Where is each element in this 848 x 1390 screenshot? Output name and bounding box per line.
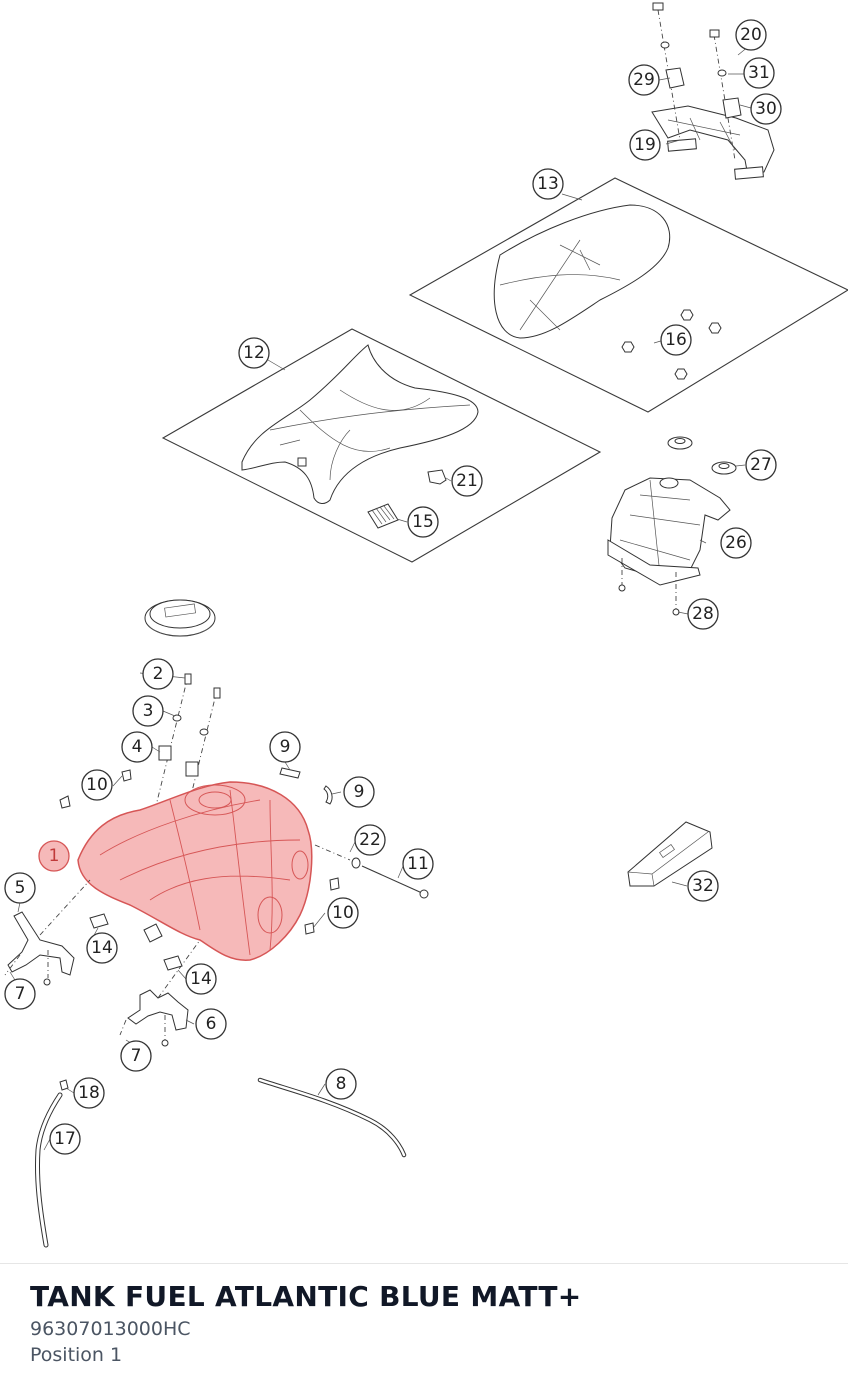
svg-text:18: 18 <box>78 1083 100 1103</box>
tank-bracket-left[interactable] <box>4 879 91 986</box>
rider-seat[interactable] <box>241 344 479 504</box>
svg-text:26: 26 <box>725 533 747 553</box>
tank-bracket-right[interactable] <box>119 939 201 1047</box>
fuse-block <box>367 503 399 529</box>
seat-lock-bracket <box>427 469 447 485</box>
svg-text:16: 16 <box>665 330 687 350</box>
fuel-tank[interactable] <box>77 781 313 961</box>
svg-text:10: 10 <box>332 903 354 923</box>
callout-10[interactable]: 10 <box>327 897 359 929</box>
svg-text:10: 10 <box>86 775 108 795</box>
battery-box[interactable] <box>607 477 731 586</box>
tool-bag[interactable] <box>627 821 713 887</box>
exploded-parts-diagram[interactable]: 1 2 3 4 5 6 7 7 8 9 9 10 10 11 12 13 14 … <box>0 0 848 1262</box>
callout-20[interactable]: 20 <box>735 19 767 51</box>
callout-9[interactable]: 9 <box>269 731 301 763</box>
svg-text:30: 30 <box>755 99 777 119</box>
tank-side-bolt <box>314 844 429 899</box>
callout-14[interactable]: 14 <box>185 963 217 995</box>
svg-text:14: 14 <box>190 969 212 989</box>
battery-box-parts <box>618 436 737 616</box>
callout-30[interactable]: 30 <box>750 93 782 125</box>
callout-31[interactable]: 31 <box>743 57 775 89</box>
grab-handle[interactable] <box>651 105 775 180</box>
callout-9[interactable]: 9 <box>343 776 375 808</box>
svg-text:29: 29 <box>633 70 655 90</box>
svg-text:8: 8 <box>336 1074 347 1094</box>
svg-text:5: 5 <box>15 878 26 898</box>
svg-text:17: 17 <box>54 1129 76 1149</box>
rubber-mounts <box>89 913 183 971</box>
rubber-strip <box>257 1077 407 1158</box>
svg-text:7: 7 <box>131 1046 142 1066</box>
part-number: 96307013000HC <box>30 1318 191 1340</box>
callout-32[interactable]: 32 <box>687 870 719 902</box>
svg-text:7: 7 <box>15 984 26 1004</box>
svg-text:32: 32 <box>692 876 714 896</box>
svg-text:6: 6 <box>206 1014 217 1034</box>
svg-text:12: 12 <box>243 343 265 363</box>
part-position: Position 1 <box>30 1344 123 1366</box>
callout-26[interactable]: 26 <box>720 527 752 559</box>
callout-19[interactable]: 19 <box>629 129 661 161</box>
part-title: TANK FUEL ATLANTIC BLUE MATT+ <box>30 1280 582 1313</box>
svg-text:31: 31 <box>748 63 770 83</box>
svg-text:9: 9 <box>354 782 365 802</box>
svg-text:11: 11 <box>407 854 429 874</box>
svg-text:21: 21 <box>456 471 478 491</box>
svg-text:13: 13 <box>537 174 559 194</box>
svg-text:20: 20 <box>740 25 762 45</box>
callout-6[interactable]: 6 <box>195 1008 227 1040</box>
callout-7[interactable]: 7 <box>4 978 36 1010</box>
svg-text:3: 3 <box>143 701 154 721</box>
callout-11[interactable]: 11 <box>402 848 434 880</box>
rear-seat[interactable] <box>493 204 671 339</box>
callout-14[interactable]: 14 <box>86 932 118 964</box>
svg-text:2: 2 <box>153 664 164 684</box>
callout-13[interactable]: 13 <box>532 168 564 200</box>
callout-4[interactable]: 4 <box>121 731 153 763</box>
rider-seat-plate <box>161 328 602 563</box>
callout-5[interactable]: 5 <box>4 872 36 904</box>
callout-22[interactable]: 22 <box>354 824 386 856</box>
callout-10[interactable]: 10 <box>81 769 113 801</box>
svg-text:19: 19 <box>634 135 656 155</box>
rear-seat-plate <box>408 177 848 413</box>
svg-text:14: 14 <box>91 938 113 958</box>
callout-18[interactable]: 18 <box>73 1077 105 1109</box>
callout-29[interactable]: 29 <box>628 64 660 96</box>
callout-8[interactable]: 8 <box>325 1068 357 1100</box>
callout-15[interactable]: 15 <box>407 506 439 538</box>
rear-seat-nuts <box>621 309 722 380</box>
tank-clips <box>59 767 340 935</box>
callout-3[interactable]: 3 <box>132 695 164 727</box>
callout-28[interactable]: 28 <box>687 598 719 630</box>
callout-16[interactable]: 16 <box>660 324 692 356</box>
fuel-filler-cap[interactable] <box>144 599 216 637</box>
drain-hose <box>34 1079 69 1248</box>
divider <box>0 1263 848 1264</box>
svg-text:27: 27 <box>750 455 772 475</box>
callout-7[interactable]: 7 <box>120 1040 152 1072</box>
callout-1[interactable]: 1 <box>38 840 70 872</box>
callout-21[interactable]: 21 <box>451 465 483 497</box>
callout-2[interactable]: 2 <box>142 658 174 690</box>
callout-12[interactable]: 12 <box>238 337 270 369</box>
handle-bolts <box>652 2 742 161</box>
svg-text:15: 15 <box>412 512 434 532</box>
callout-17[interactable]: 17 <box>49 1123 81 1155</box>
svg-text:9: 9 <box>280 737 291 757</box>
svg-text:4: 4 <box>132 737 143 757</box>
svg-text:1: 1 <box>49 846 60 866</box>
part-info-panel: TANK FUEL ATLANTIC BLUE MATT+ 9630701300… <box>30 1278 818 1368</box>
callout-27[interactable]: 27 <box>745 449 777 481</box>
svg-text:22: 22 <box>359 830 381 850</box>
svg-text:28: 28 <box>692 604 714 624</box>
